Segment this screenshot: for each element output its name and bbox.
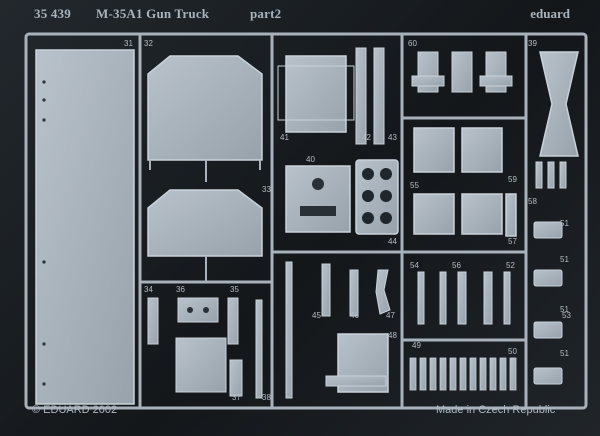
part-number: 58 (528, 197, 537, 206)
part-number: 50 (508, 347, 517, 356)
part-number: 35 (230, 285, 239, 294)
right-column-parts (533, 161, 567, 385)
part-number: 51 (560, 349, 569, 358)
part-number: 54 (410, 261, 419, 270)
part-number: 49 (412, 341, 421, 350)
set-part: part2 (250, 6, 282, 21)
part-number: 31 (124, 39, 133, 48)
part-number: 56 (452, 261, 461, 270)
country-of-origin: Made in Czech Republic (436, 404, 556, 416)
part-number: 57 (508, 237, 517, 246)
brand-logo: eduard (530, 6, 570, 21)
part-number: 48 (388, 331, 397, 340)
fret-frame (24, 32, 588, 410)
part-number: 51 (560, 219, 569, 228)
part-31-panel (35, 49, 135, 405)
part-number: 47 (386, 311, 395, 320)
part-32-cover (147, 55, 263, 182)
copyright: © EDUARD 2002 (32, 404, 118, 416)
part-number: 55 (410, 181, 419, 190)
part-number: 34 (144, 285, 153, 294)
part-number: 36 (176, 285, 185, 294)
set-code: 35 439 (34, 6, 71, 21)
part-number: 46 (350, 311, 359, 320)
part-number: 60 (408, 39, 417, 48)
part-number: 33 (262, 185, 271, 194)
part-number: 41 (280, 133, 289, 142)
set-title: M-35A1 Gun Truck (96, 6, 210, 21)
part-number: 38 (262, 393, 271, 402)
part-number: 51 (560, 255, 569, 264)
part-44-holed-plate (355, 159, 399, 235)
part-number: 51 (560, 305, 569, 314)
part-number: 53 (562, 311, 571, 320)
parts-34-37-brackets (147, 297, 263, 399)
part-60-lamp-brackets (411, 51, 513, 93)
part-number: 59 (508, 175, 517, 184)
bracket-holes (187, 307, 209, 313)
part-number: 37 (232, 393, 241, 402)
part-48-box (325, 333, 389, 393)
part-number: 52 (506, 261, 515, 270)
parts-55-58-panels (413, 127, 517, 237)
part-40-bracket (285, 165, 351, 233)
part-number: 32 (144, 39, 153, 48)
part-number: 45 (312, 311, 321, 320)
parts-49-50-comb (409, 357, 517, 391)
part-number: 42 (362, 133, 371, 142)
parts-52-54-56-posts (417, 271, 511, 325)
part-number: 39 (528, 39, 537, 48)
parts-42-43-rails (355, 47, 385, 145)
part-41-panel (277, 55, 355, 133)
part-59-bowtie (539, 51, 579, 157)
part-number: 44 (388, 237, 397, 246)
parts-45-47-struts (285, 261, 391, 399)
part-number: 43 (388, 133, 397, 142)
part-33-cover (147, 189, 263, 282)
part-number: 40 (306, 155, 315, 164)
